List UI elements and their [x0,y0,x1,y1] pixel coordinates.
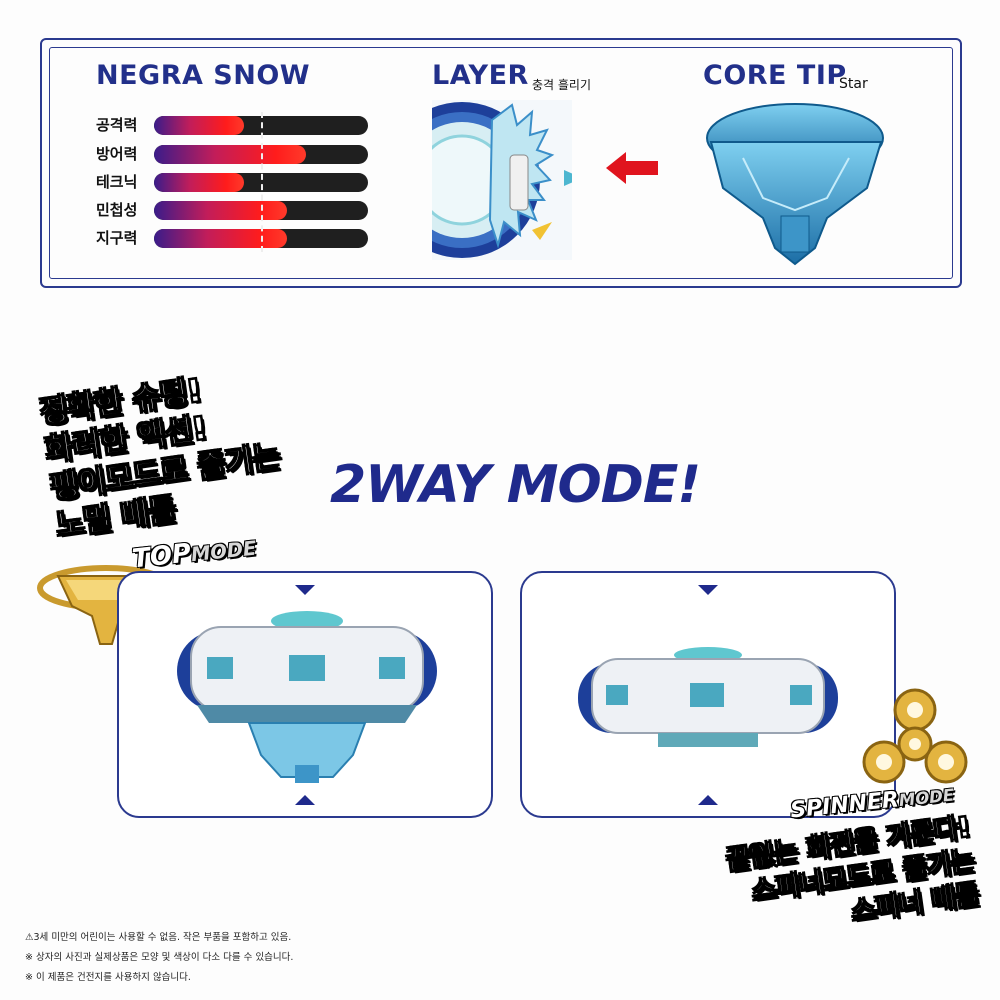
core-tip-subtitle: Star [839,76,868,92]
layer-image [432,100,572,260]
mode-label-small: MODE [897,785,956,811]
layer-subtitle: 충격 흘리기 [532,78,592,92]
spinner-mode-frame [520,571,896,818]
beyblade-name: NEGRA SNOW [96,60,311,91]
warning-note: ⚠3세 미만의 어린이는 사용할 수 없음. 작은 부품을 포함하고 있음. [25,932,292,943]
stat-bar-fill [154,116,244,135]
stat-bar-fill [154,201,287,220]
down-triangle-icon [698,585,718,595]
top-mode-slogan: 정확한 슈팅! 화려한 액션! 팽이모드로 즐기는 노멀 배틀 [38,363,288,546]
core-tip-image [703,98,888,266]
info-panel [40,38,962,288]
stat-bar-fill [154,173,244,192]
mode-title: 2WAY MODE! [330,455,701,515]
stat-bar-fill [154,229,287,248]
info-panel-inner-border [49,47,953,279]
top-mode-label: TOPMODE [131,532,258,575]
stat-label: 테크닉 [96,173,138,191]
stat-label: 민첩성 [96,201,138,219]
spinner-mode-beyblade-image [578,645,838,759]
layer-title: LAYER [432,60,529,91]
stat-row-stamina: 지구력 [96,227,376,249]
up-triangle-icon [295,795,315,805]
top-mode-beyblade-image [157,605,457,799]
stat-row-attack: 공격력 [96,114,376,136]
stat-bar-fill [154,145,306,164]
footnotes: ⚠3세 미만의 어린이는 사용할 수 없음. 작은 부품을 포함하고 있음. ※… [25,928,293,988]
stat-label: 공격력 [96,116,138,134]
core-tip-title: CORE TIP [703,60,847,91]
red-arrow-icon [606,152,658,188]
down-triangle-icon [295,585,315,595]
spinner-mode-slogan: 끝없는 회전을 겨룬다! 스피너모드로 즐기는 스피너 배틀 [700,810,982,949]
mode-label-small: MODE [189,536,258,567]
fidget-spinner-gold-icon [860,686,970,800]
stat-row-defense: 방어력 [96,143,376,165]
stat-midline [261,112,263,252]
stat-row-technique: 테크닉 [96,171,376,193]
top-mode-frame [117,571,493,818]
mode-label-main: TOP [130,538,193,575]
footnote: ※ 이 제품은 건전지를 사용하지 않습니다. [25,972,191,983]
stat-row-agility: 민첩성 [96,199,376,221]
up-triangle-icon [698,795,718,805]
footnote: ※ 상자의 사진과 실제상품은 모양 및 색상이 다소 다를 수 있습니다. [25,952,294,963]
stat-label: 지구력 [96,229,138,247]
stat-label: 방어력 [96,145,138,163]
